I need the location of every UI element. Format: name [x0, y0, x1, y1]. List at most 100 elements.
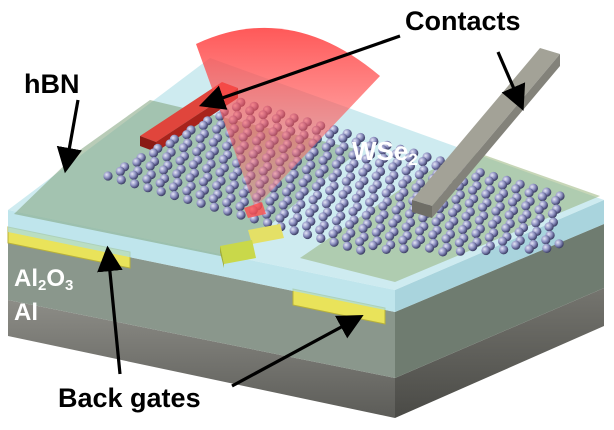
atom-icon — [196, 198, 206, 208]
atom-icon — [223, 206, 233, 216]
arrow-icon — [198, 34, 401, 110]
atom-icon — [358, 223, 368, 234]
atom-icon — [381, 244, 391, 254]
atom-icon — [424, 243, 435, 253]
atom-icon — [374, 158, 385, 168]
atom-icon — [414, 170, 424, 180]
atom-icon — [356, 245, 366, 255]
atom-icon — [398, 179, 408, 189]
atom-icon — [225, 184, 235, 195]
atom-icon — [335, 203, 345, 213]
atom-icon — [521, 201, 531, 211]
label-wse2: WSe2 — [352, 136, 418, 169]
atom-icon — [185, 173, 195, 183]
atom-icon — [401, 222, 411, 232]
atom-icon — [471, 172, 481, 182]
atom-icon — [497, 180, 508, 190]
atom-icon — [361, 210, 371, 220]
atom-icon — [368, 240, 378, 251]
atom-icon — [504, 210, 514, 220]
atom-icon — [411, 239, 421, 249]
arrow-icon — [496, 51, 526, 111]
atom-icon — [399, 244, 409, 254]
atom-icon — [461, 211, 471, 222]
atom-icon — [301, 221, 312, 231]
atom-icon — [175, 156, 185, 166]
atom-icon — [391, 149, 401, 159]
atom-icon — [212, 181, 222, 191]
atom-icon — [481, 245, 491, 256]
atom-icon — [381, 188, 391, 198]
atom-icon — [474, 215, 484, 225]
atom-icon — [517, 214, 528, 224]
atom-icon — [547, 209, 558, 219]
atom-icon — [222, 198, 232, 208]
atom-icon — [431, 217, 441, 227]
atom-icon — [328, 172, 338, 183]
atom-icon — [554, 239, 564, 249]
atom-icon — [544, 222, 554, 232]
atom-icon — [235, 201, 245, 212]
atom-icon — [298, 178, 308, 188]
atom-icon — [198, 177, 208, 187]
atom-icon — [325, 186, 335, 196]
atom-icon — [195, 190, 205, 200]
atom-icon — [205, 150, 215, 161]
atom-icon — [212, 124, 222, 134]
atom-icon — [222, 141, 232, 151]
atom-icon — [478, 202, 488, 212]
atom-icon — [499, 245, 509, 255]
atom-icon — [398, 235, 408, 245]
atom-icon — [331, 159, 341, 169]
atom-icon — [348, 150, 358, 160]
atom-icon — [238, 188, 248, 198]
atom-icon — [524, 244, 534, 254]
atom-icon — [165, 139, 175, 149]
atom-icon — [132, 157, 142, 167]
atom-icon — [451, 194, 461, 205]
atom-icon — [183, 194, 193, 204]
atom-icon — [345, 220, 355, 230]
atom-icon — [265, 196, 275, 206]
atom-icon — [192, 147, 202, 157]
arrow-icon — [97, 245, 123, 375]
atom-icon — [130, 179, 140, 189]
atom-icon — [511, 184, 521, 194]
atom-icon — [404, 209, 415, 219]
atom-icon — [172, 169, 182, 179]
label-contacts: Contacts — [405, 6, 521, 36]
label-al2o3: Al2O3 — [14, 265, 73, 294]
atom-icon — [129, 170, 139, 180]
atom-icon — [275, 213, 285, 223]
atom-icon — [351, 137, 361, 147]
atom-icon — [335, 146, 345, 156]
atom-icon — [388, 162, 398, 172]
atom-icon — [321, 142, 331, 152]
atom-icon — [302, 229, 313, 240]
atom-icon — [394, 192, 405, 202]
atom-icon — [524, 188, 534, 198]
atom-icon — [541, 235, 551, 245]
atom-icon — [305, 208, 315, 218]
atom-icon — [414, 226, 425, 236]
atom-icon — [218, 154, 228, 164]
atom-icon — [348, 206, 358, 217]
atom-icon — [511, 240, 521, 250]
atom-icon — [404, 153, 414, 163]
atom-icon — [341, 176, 351, 186]
atom-icon — [351, 193, 361, 203]
atom-icon — [355, 180, 365, 190]
atom-icon — [325, 129, 335, 139]
atom-icon — [263, 218, 273, 228]
atom-icon — [178, 143, 188, 153]
atom-icon — [182, 186, 192, 196]
atom-icon — [143, 183, 153, 193]
label-al: Al — [14, 299, 38, 326]
atom-icon — [142, 174, 152, 184]
atom-icon — [208, 137, 218, 147]
atom-icon — [448, 208, 458, 218]
atom-icon — [368, 184, 378, 194]
atom-icon — [345, 163, 355, 173]
arrow-icon — [56, 99, 82, 174]
